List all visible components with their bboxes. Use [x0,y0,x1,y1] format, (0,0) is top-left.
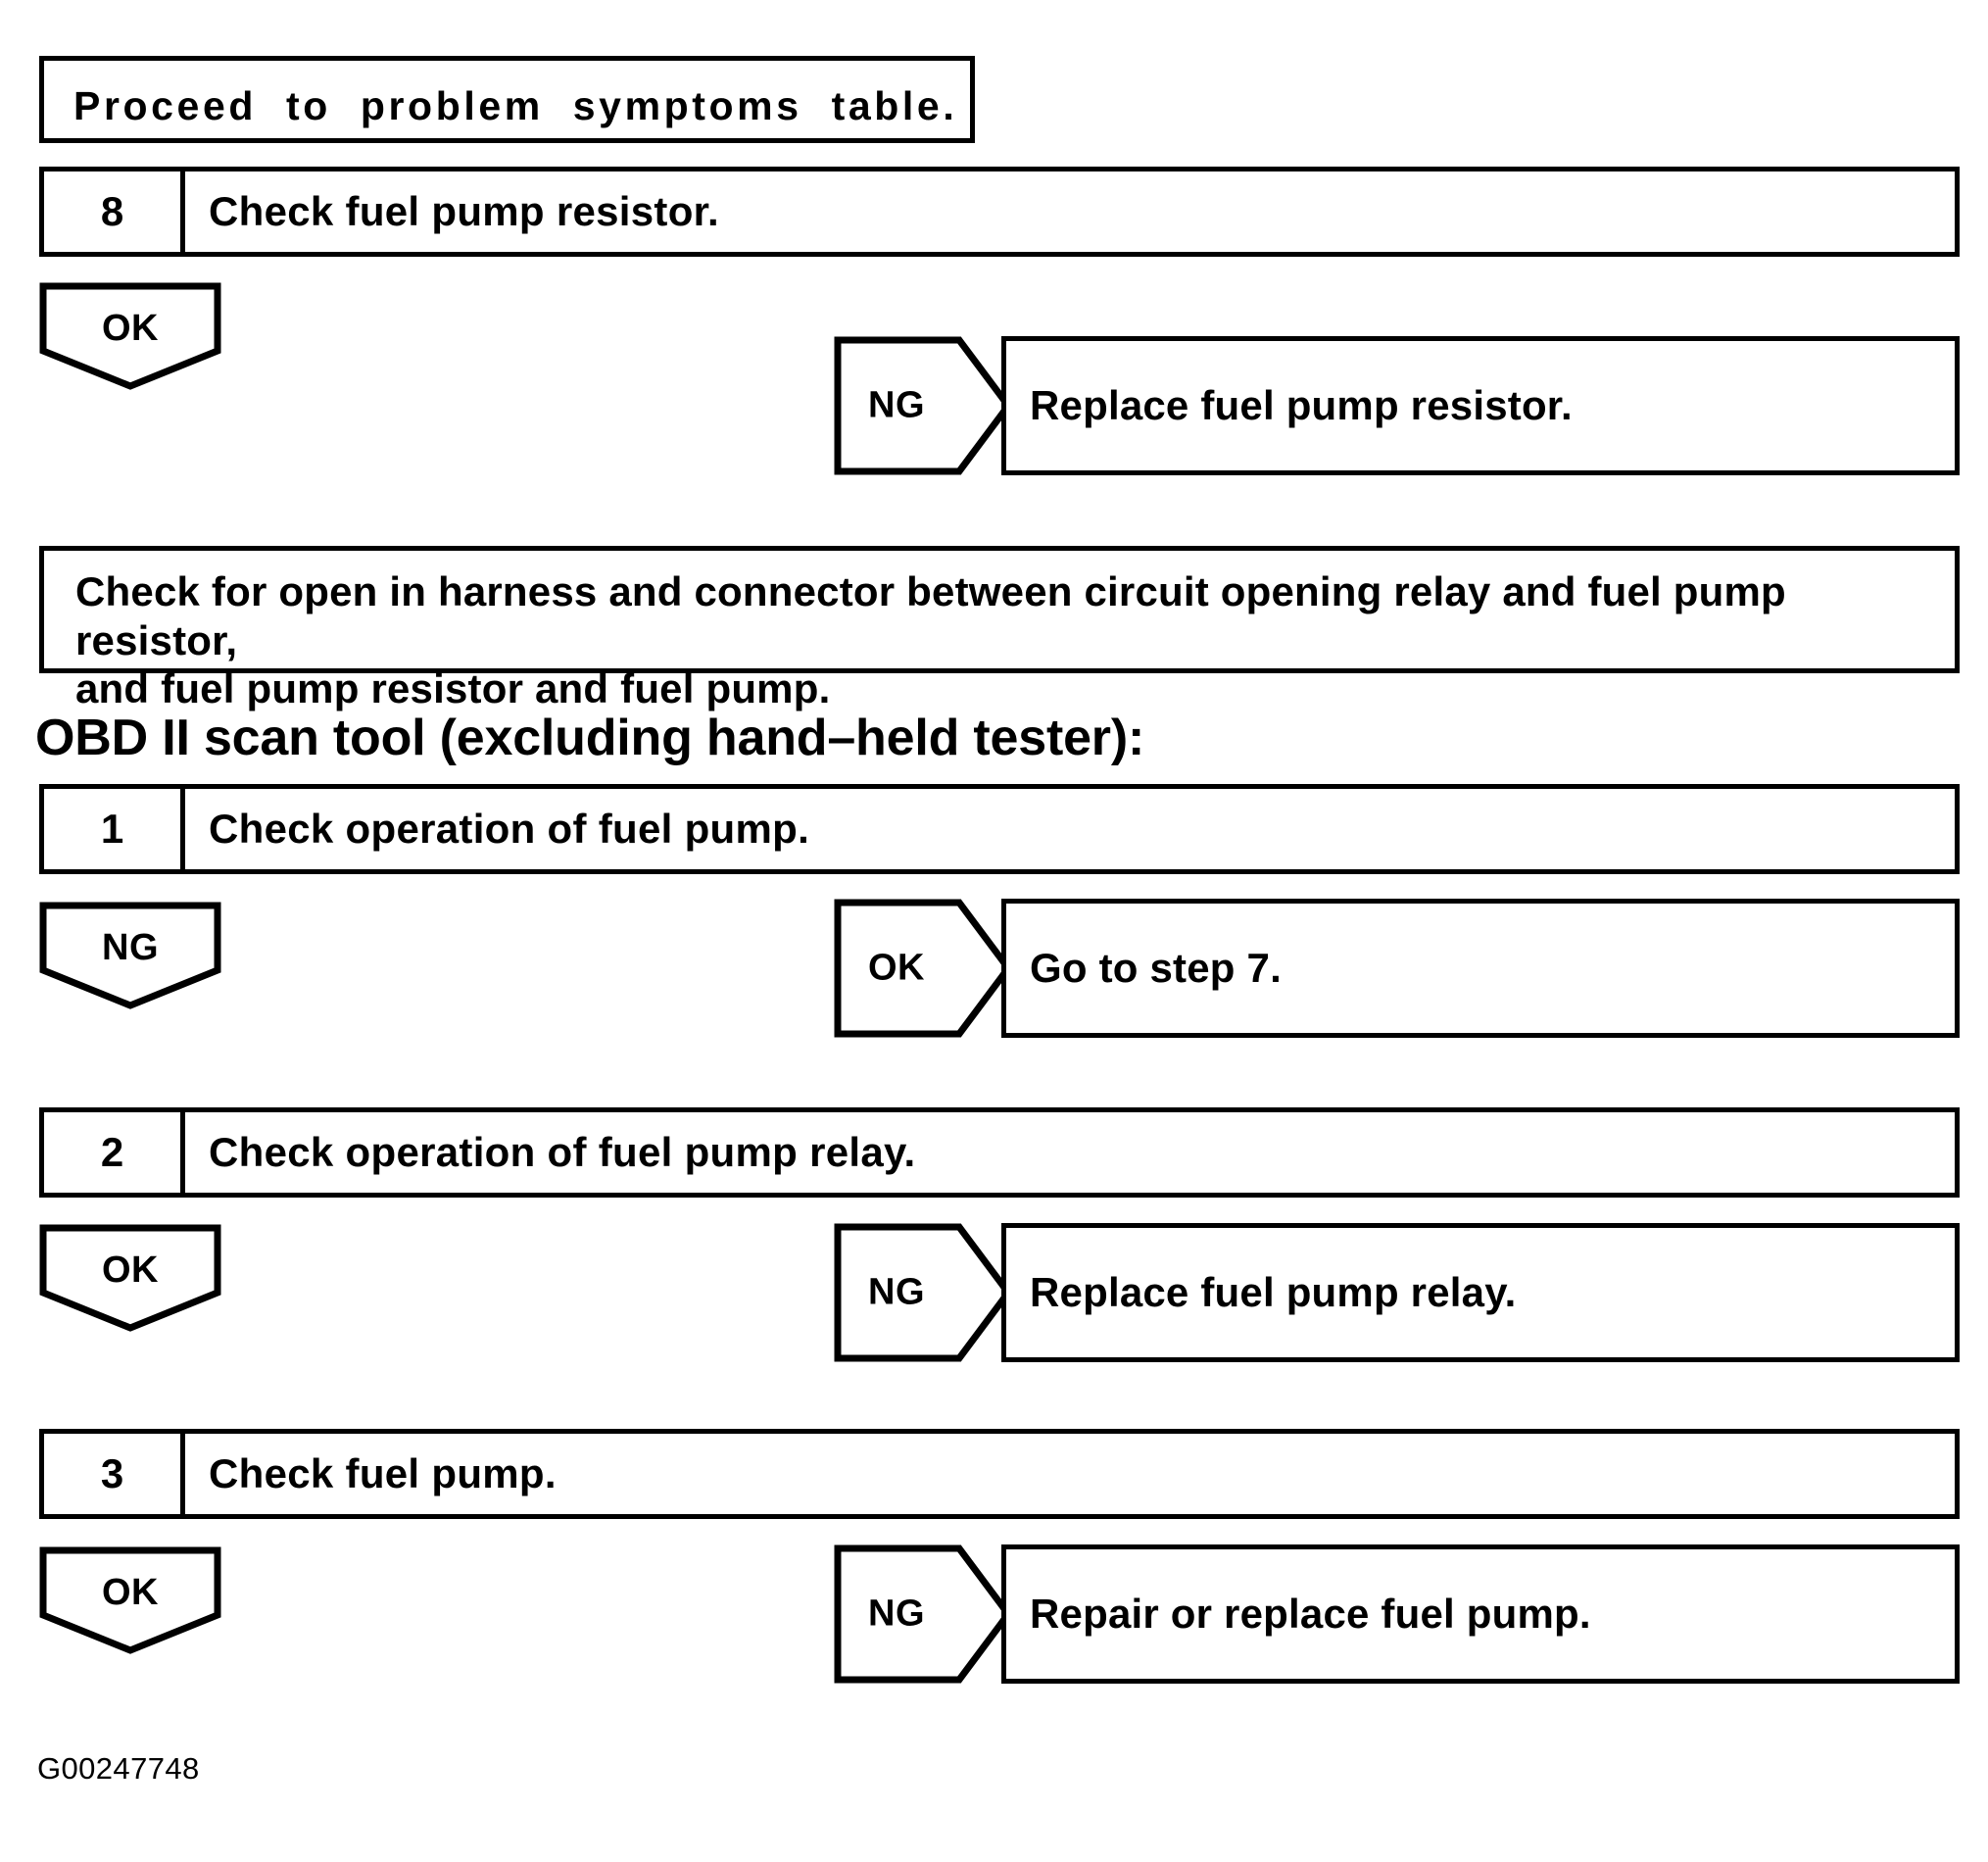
down-arrow-ng-step1: NG [39,902,221,1009]
section-heading-obd-ii: OBD II scan tool (excluding hand–held te… [35,710,1145,766]
result-box-step3: Repair or replace fuel pump. [1001,1544,1960,1684]
down-arrow-icon [39,902,221,1009]
right-arrow-label-step2: NG [868,1271,925,1313]
result-box-step2: Replace fuel pump relay. [1001,1223,1960,1362]
down-arrow-icon [39,1546,221,1654]
result-text-step1: Go to step 7. [1030,945,1282,992]
step-number-2: 2 [44,1112,185,1193]
down-arrow-ok-step3: OK [39,1546,221,1654]
down-arrow-label-step1: NG [102,927,159,968]
right-arrow-icon [834,1223,1012,1362]
harness-check-text: Check for open in harness and connector … [75,568,1786,712]
down-arrow-icon [39,1224,221,1332]
step-number-1: 1 [44,789,185,869]
result-text-step8: Replace fuel pump resistor. [1030,382,1573,429]
step-label-8: Check fuel pump resistor. [209,188,719,234]
step-row-8: 8 Check fuel pump resistor. [39,167,1960,257]
result-text-step2: Replace fuel pump relay. [1030,1269,1517,1316]
result-box-step1: Go to step 7. [1001,899,1960,1038]
down-arrow-ok-step2: OK [39,1224,221,1332]
right-arrow-icon [834,336,1012,475]
step-label-3: Check fuel pump. [209,1450,557,1496]
result-text-step3: Repair or replace fuel pump. [1030,1591,1591,1638]
step-row-2: 2 Check operation of fuel pump relay. [39,1107,1960,1198]
step-row-1: 1 Check operation of fuel pump. [39,784,1960,874]
down-arrow-label-step8: OK [102,308,159,349]
right-arrow-ng-step3: NG [834,1544,1012,1684]
step-number-8: 8 [44,172,185,252]
right-arrow-ok-step1: OK [834,899,1012,1038]
step-number-3: 3 [44,1434,185,1514]
harness-check-box: Check for open in harness and connector … [39,546,1960,711]
step-label-1: Check operation of fuel pump. [209,806,810,852]
result-box-step8: Replace fuel pump resistor. [1001,336,1960,475]
right-arrow-icon [834,1544,1012,1684]
right-arrow-ng-step2: NG [834,1223,1012,1362]
right-arrow-ng-step8: NG [834,336,1012,475]
step-label-2: Check operation of fuel pump relay. [209,1129,916,1175]
down-arrow-label-step3: OK [102,1572,159,1613]
right-arrow-label-step3: NG [868,1592,925,1635]
step-row-3: 3 Check fuel pump. [39,1429,1960,1519]
down-arrow-ok-step8: OK [39,282,221,390]
down-arrow-label-step2: OK [102,1250,159,1291]
figure-reference-code: G00247748 [37,1751,200,1786]
proceed-to-symptoms-table-text: Proceed to problem symptoms table. [73,83,958,128]
right-arrow-label-step1: OK [868,947,925,989]
right-arrow-icon [834,899,1012,1038]
proceed-to-symptoms-table-box: Proceed to problem symptoms table. [39,56,975,143]
right-arrow-label-step8: NG [868,384,925,426]
down-arrow-icon [39,282,221,390]
